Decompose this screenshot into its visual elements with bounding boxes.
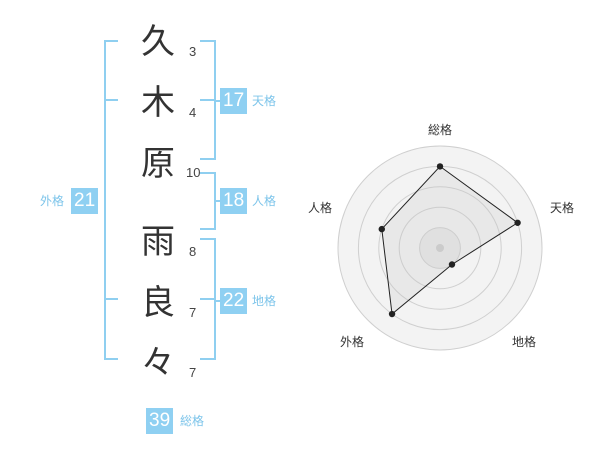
soukaku-badge: 39 — [146, 408, 174, 434]
stroke-count-1: 3 — [189, 44, 197, 59]
radar-point-3 — [448, 261, 456, 268]
gaikaku-bracket — [104, 40, 118, 360]
radar-axis-label-4: 外格 — [340, 334, 364, 349]
tenkaku-connector — [214, 100, 222, 102]
stroke-count-5: 7 — [189, 305, 197, 320]
soukaku-label: 総格 — [180, 414, 205, 428]
radar-axis-label-2: 天格 — [550, 200, 574, 215]
radar-point-1 — [436, 163, 444, 170]
stroke-count-2: 4 — [189, 105, 197, 120]
jinkaku-label: 人格 — [252, 194, 277, 208]
bracket-tick — [104, 298, 118, 300]
stroke-count-4: 8 — [189, 244, 197, 259]
gaikaku-label: 外格 — [40, 194, 65, 208]
bracket-tick — [200, 99, 216, 101]
radar-axis-label-3: 地格 — [512, 334, 536, 349]
jinkaku-connector — [214, 200, 222, 202]
bracket-tick — [104, 99, 118, 101]
gaikaku-badge: 21 — [71, 188, 99, 214]
radar-point-5 — [378, 225, 385, 233]
stroke-count-3: 10 — [186, 165, 201, 180]
radar-axis-label-5: 人格 — [308, 200, 332, 215]
chikaku-connector — [214, 300, 222, 302]
name-char-4: 雨 — [141, 222, 175, 262]
radar-series-line — [381, 165, 519, 315]
stroke-count-6: 7 — [189, 365, 197, 380]
name-char-1: 久 — [141, 22, 175, 62]
name-char-5: 良 — [141, 283, 175, 323]
name-char-6: 々 — [141, 343, 175, 383]
chikaku-badge: 22 — [220, 288, 248, 314]
tenkaku-badge: 17 — [220, 88, 248, 114]
tenkaku-label: 天格 — [252, 94, 277, 108]
radar-point-4 — [388, 310, 396, 318]
name-char-2: 木 — [141, 83, 175, 123]
bracket-tick — [200, 298, 216, 300]
name-char-3: 原 — [141, 144, 175, 184]
radar-center — [436, 244, 444, 252]
radar-axis-label-1: 総格 — [428, 122, 452, 137]
radar-point-2 — [514, 219, 521, 226]
jinkaku-badge: 18 — [220, 188, 248, 214]
chikaku-label: 地格 — [252, 294, 277, 308]
